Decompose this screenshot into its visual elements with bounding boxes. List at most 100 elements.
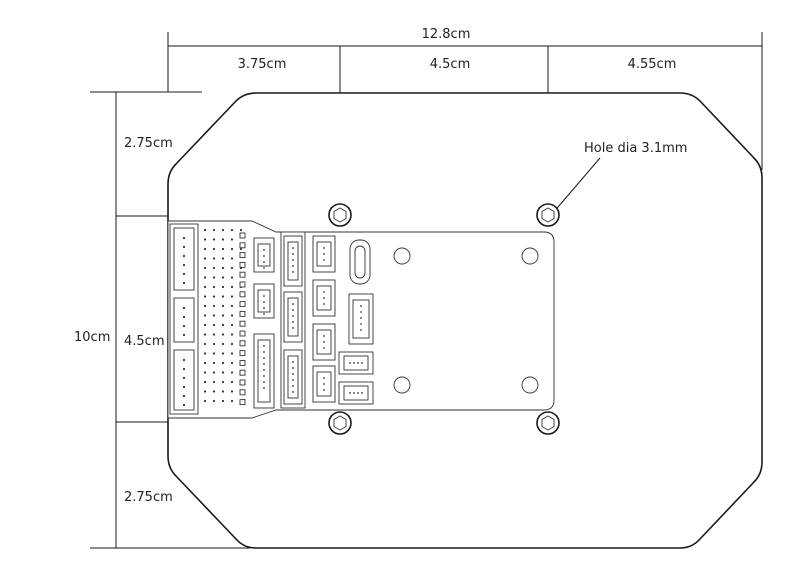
servo-connector-3	[173, 349, 195, 411]
pin-dot	[361, 362, 363, 364]
pin-dot	[349, 362, 351, 364]
pin-dot	[263, 255, 265, 257]
pin-dot	[361, 392, 363, 394]
mounting-hole-bottom-left	[328, 411, 352, 435]
pin-dot	[221, 285, 225, 289]
pin-dot	[203, 266, 207, 270]
pin-dot	[323, 253, 325, 255]
pin-dot	[323, 347, 325, 349]
pin-dot	[292, 315, 294, 317]
pin-dot	[182, 315, 186, 319]
servo-connector-1	[173, 227, 195, 291]
pin-dot	[182, 385, 186, 389]
pin-dot	[212, 323, 216, 327]
pin-dot	[263, 375, 265, 377]
pin-dot	[263, 301, 265, 303]
pin-dot	[353, 392, 355, 394]
pin-dot	[263, 357, 265, 359]
pin-dot	[212, 380, 216, 384]
pin-dot	[203, 342, 207, 346]
pin-dot	[292, 391, 294, 393]
pin-dot	[221, 295, 225, 298]
pin-dot	[212, 304, 216, 308]
pin-dot	[360, 323, 362, 325]
header-pins-left	[182, 236, 186, 407]
pin-dot	[203, 323, 207, 327]
pin-dot	[221, 390, 225, 393]
pin-dot	[360, 311, 362, 313]
pin-dot	[182, 333, 186, 337]
pin-dot	[323, 247, 325, 249]
pin-dot	[360, 317, 362, 319]
pin-dot	[182, 281, 186, 285]
pin-dot	[263, 307, 265, 309]
pin-dot	[203, 304, 207, 308]
pin-dot	[323, 297, 325, 299]
pin-dot	[230, 333, 234, 336]
pin-dot	[203, 361, 207, 365]
pin-dot	[323, 335, 325, 337]
pin-dot	[182, 306, 186, 310]
pin-dot	[263, 313, 265, 315]
pin-dot	[263, 345, 265, 347]
pin-dot	[230, 371, 234, 374]
pin-dot	[292, 327, 294, 329]
pin-dot	[182, 263, 186, 267]
pin-pad	[239, 379, 246, 386]
pin-dot	[230, 342, 234, 346]
pin-dot	[212, 257, 216, 260]
pin-dot	[212, 314, 216, 317]
mounting-hole-top-right	[536, 203, 560, 227]
pin-dot	[292, 321, 294, 323]
pin-dot	[292, 379, 294, 381]
pin-dot	[203, 399, 207, 403]
pin-dot	[203, 371, 207, 374]
pin-dot	[263, 261, 265, 263]
pin-dot	[323, 377, 325, 379]
pin-pad	[239, 399, 246, 406]
pin-dot	[212, 276, 216, 279]
pin-dot	[323, 341, 325, 343]
pin-dot	[212, 361, 216, 365]
hole-callout-leader	[551, 157, 601, 215]
pin-pad	[239, 320, 246, 327]
left-segment-label: 3.75cm	[238, 57, 287, 72]
pin-dot	[230, 323, 234, 327]
mounting-hole-bottom-right	[536, 411, 560, 435]
jst-connector-vertical-right	[348, 293, 374, 345]
pin-dot	[230, 304, 234, 308]
pin-dot	[230, 285, 234, 289]
pin-dot	[230, 399, 234, 403]
pin-pad	[239, 261, 246, 268]
top-segment-label: 2.75cm	[124, 136, 173, 151]
pin-dot	[230, 295, 234, 298]
pin-dot	[230, 390, 234, 393]
pin-dot	[323, 259, 325, 261]
total-height-label: 10cm	[74, 330, 110, 345]
pin-dot	[182, 324, 186, 328]
pin-dot	[323, 291, 325, 293]
jst-connector-horizontal-2	[338, 381, 374, 405]
pin-pad	[239, 359, 246, 366]
jst-connector-horizontal-1	[338, 351, 374, 375]
pin-dot	[230, 276, 234, 279]
pin-dot	[263, 369, 265, 371]
pin-dot	[323, 303, 325, 305]
pin-pad	[239, 350, 246, 357]
pin-dot	[212, 352, 216, 355]
pin-pad	[239, 389, 246, 396]
pin-dot	[292, 247, 294, 249]
usb-c-port	[349, 239, 371, 285]
pin-dot	[182, 245, 186, 249]
pin-dot	[353, 362, 355, 364]
pin-dot	[212, 390, 216, 393]
pin-dot	[203, 333, 207, 336]
board-hole-1	[393, 247, 411, 265]
pin-dot	[221, 304, 225, 308]
pin-dot	[292, 265, 294, 267]
pin-dot	[203, 276, 207, 279]
pin-dot	[203, 352, 207, 355]
pin-dot	[182, 403, 186, 407]
pin-dot	[292, 271, 294, 273]
middle-vertical-label: 4.5cm	[124, 334, 165, 349]
